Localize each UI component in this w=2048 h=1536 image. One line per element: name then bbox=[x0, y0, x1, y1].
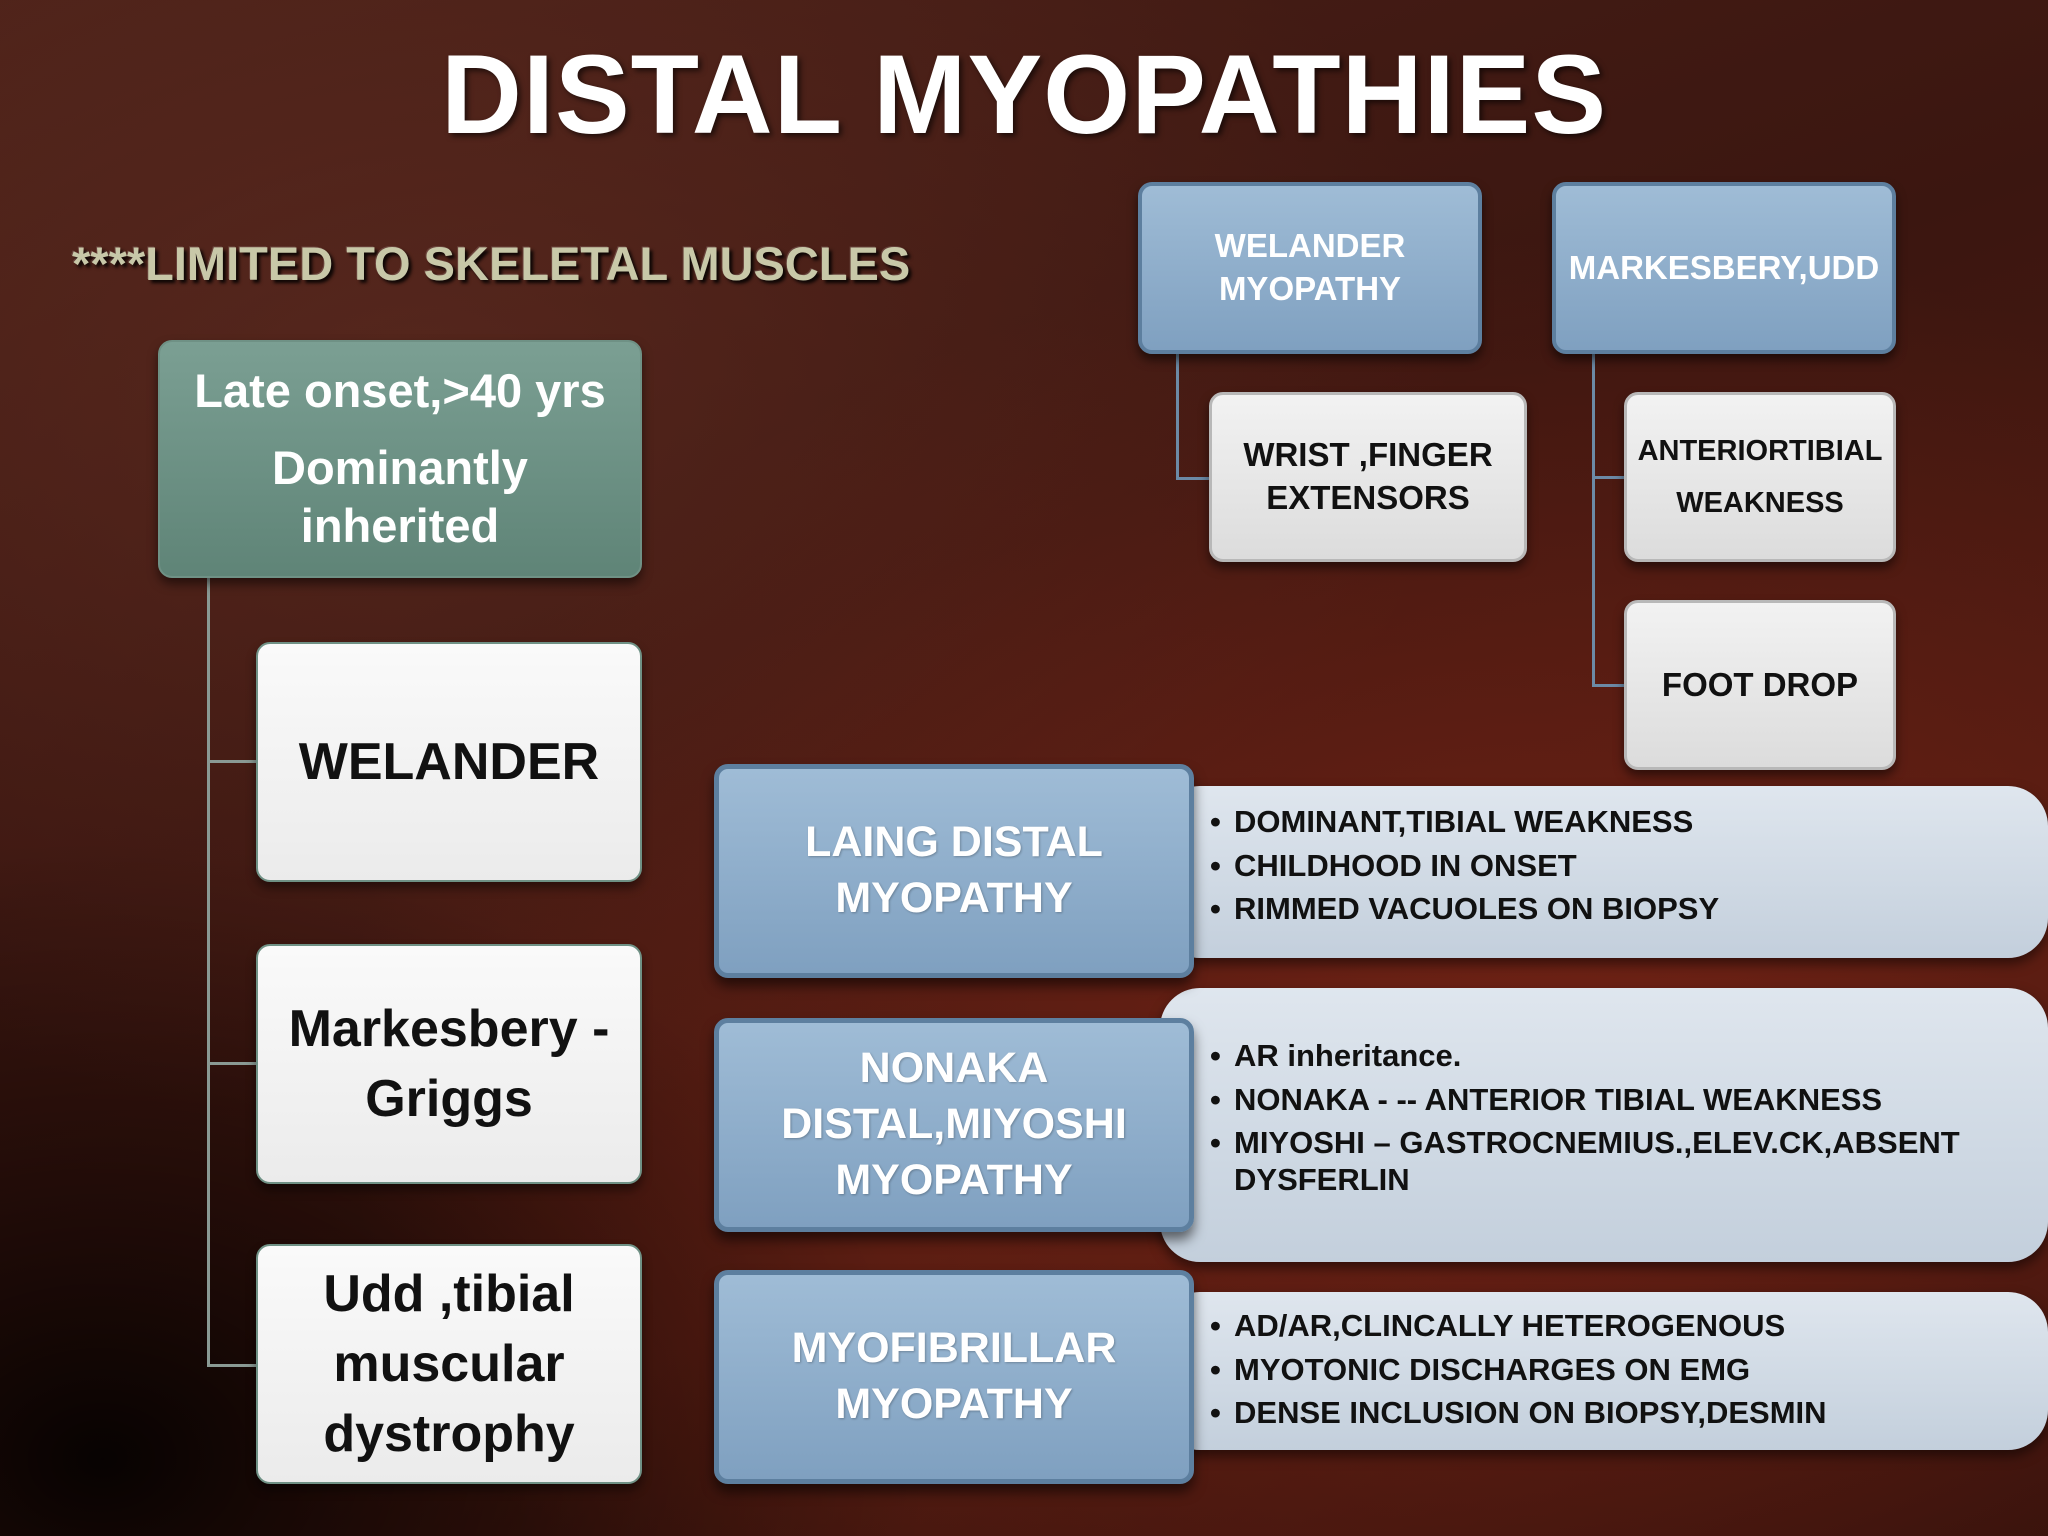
wrist-line-1: WRIST ,FINGER bbox=[1243, 436, 1493, 474]
markesbery-udd-box: MARKESBERY,UDD bbox=[1552, 182, 1896, 354]
markesbery-tree-branch-2 bbox=[1592, 684, 1626, 687]
laing-bullet-1: DOMINANT,TIBIAL WEAKNESS bbox=[1210, 804, 2048, 841]
left-tree-branch-3 bbox=[207, 1364, 257, 1367]
left-tree-root-box: Late onset,>40 yrs Dominantly inherited bbox=[158, 340, 642, 578]
tibial-line-1: ANTERIORTIBIAL bbox=[1637, 434, 1883, 467]
myofibrillar-bullet-2: MYOTONIC DISCHARGES ON EMG bbox=[1210, 1352, 2048, 1389]
welander-tree-branch bbox=[1176, 477, 1212, 480]
left-tree-branch-1 bbox=[207, 760, 257, 763]
myofibrillar-bullet-1: AD/AR,CLINCALLY HETEROGENOUS bbox=[1210, 1308, 2048, 1345]
nonaka-description-panel: AR inheritance. NONAKA - -- ANTERIOR TIB… bbox=[1160, 988, 2048, 1262]
laing-bullet-list: DOMINANT,TIBIAL WEAKNESS CHILDHOOD IN ON… bbox=[1210, 804, 2048, 928]
nonaka-bullet-3: MIYOSHI – GASTROCNEMIUS.,ELEV.CK,ABSENT … bbox=[1210, 1125, 1970, 1198]
nonaka-name-line-1: NONAKA bbox=[859, 1044, 1049, 1093]
nonaka-name-line-3: MYOPATHY bbox=[835, 1155, 1073, 1204]
nonaka-bullet-1: AR inheritance. bbox=[1210, 1038, 1970, 1075]
laing-name-line-2: MYOPATHY bbox=[835, 874, 1073, 922]
myofibrillar-name-line-1: MYOFIBRILLAR bbox=[791, 1324, 1117, 1373]
myofibrillar-bullet-3: DENSE INCLUSION ON BIOPSY,DESMIN bbox=[1210, 1395, 2048, 1432]
foot-drop-box: FOOT DROP bbox=[1624, 600, 1896, 770]
slide-subtitle: ****LIMITED TO SKELETAL MUSCLES bbox=[72, 237, 911, 290]
left-tree-child-udd: Udd ,tibial muscular dystrophy bbox=[256, 1244, 642, 1484]
slide-title: DISTAL MYOPATHIES bbox=[440, 32, 1608, 157]
foot-drop-line-1: FOOT DROP bbox=[1661, 665, 1859, 703]
child-line-2: Griggs bbox=[365, 1070, 533, 1128]
myofibrillar-description-panel: AD/AR,CLINCALLY HETEROGENOUS MYOTONIC DI… bbox=[1160, 1292, 2048, 1450]
markesbery-tree-trunk bbox=[1592, 352, 1595, 686]
child-line-1: Udd ,tibial bbox=[323, 1264, 575, 1323]
welander-tree-trunk bbox=[1176, 352, 1179, 479]
child-line-3: dystrophy bbox=[323, 1405, 575, 1464]
nonaka-name-line-2: DISTAL,MIYOSHI bbox=[781, 1100, 1127, 1149]
myofibrillar-name-line-2: MYOPATHY bbox=[835, 1380, 1073, 1428]
wrist-line-2: EXTENSORS bbox=[1266, 479, 1470, 516]
laing-bullet-3: RIMMED VACUOLES ON BIOPSY bbox=[1210, 891, 2048, 928]
myofibrillar-bullet-list: AD/AR,CLINCALLY HETEROGENOUS MYOTONIC DI… bbox=[1210, 1308, 2048, 1432]
markesbery-root-line-1: MARKESBERY,UDD bbox=[1568, 248, 1880, 286]
left-tree-trunk bbox=[207, 578, 210, 1366]
myofibrillar-myopathy-box: MYOFIBRILLAR MYOPATHY bbox=[714, 1270, 1194, 1484]
wrist-finger-extensors-box: WRIST ,FINGER EXTENSORS bbox=[1209, 392, 1527, 562]
welander-root-line-1: WELANDER bbox=[1214, 227, 1406, 265]
left-tree-branch-2 bbox=[207, 1062, 257, 1065]
left-root-line-3: inherited bbox=[300, 499, 500, 553]
markesbery-tree-branch-1 bbox=[1592, 476, 1626, 479]
left-root-line-1: Late onset,>40 yrs bbox=[194, 363, 606, 417]
nonaka-bullet-list: AR inheritance. NONAKA - -- ANTERIOR TIB… bbox=[1210, 1038, 1970, 1198]
laing-description-panel: DOMINANT,TIBIAL WEAKNESS CHILDHOOD IN ON… bbox=[1160, 786, 2048, 958]
left-root-line-2: Dominantly bbox=[272, 440, 528, 494]
welander-myopathy-box: WELANDER MYOPATHY bbox=[1138, 182, 1482, 354]
left-tree-child-markesbery: Markesbery - Griggs bbox=[256, 944, 642, 1184]
tibial-line-2: WEAKNESS bbox=[1676, 487, 1844, 519]
nonaka-bullet-2: NONAKA - -- ANTERIOR TIBIAL WEAKNESS bbox=[1210, 1082, 1970, 1119]
nonaka-miyoshi-myopathy-box: NONAKA DISTAL,MIYOSHI MYOPATHY bbox=[714, 1018, 1194, 1232]
child-line-1: WELANDER bbox=[298, 732, 600, 791]
welander-root-line-2: MYOPATHY bbox=[1218, 270, 1402, 307]
child-line-2: muscular bbox=[333, 1334, 565, 1393]
child-line-1: Markesbery - bbox=[288, 999, 610, 1058]
laing-bullet-2: CHILDHOOD IN ONSET bbox=[1210, 848, 2048, 885]
left-tree-child-welander: WELANDER bbox=[256, 642, 642, 882]
laing-name-line-1: LAING DISTAL bbox=[805, 818, 1103, 867]
anterior-tibial-weakness-box: ANTERIORTIBIAL WEAKNESS bbox=[1624, 392, 1896, 562]
laing-distal-myopathy-box: LAING DISTAL MYOPATHY bbox=[714, 764, 1194, 978]
